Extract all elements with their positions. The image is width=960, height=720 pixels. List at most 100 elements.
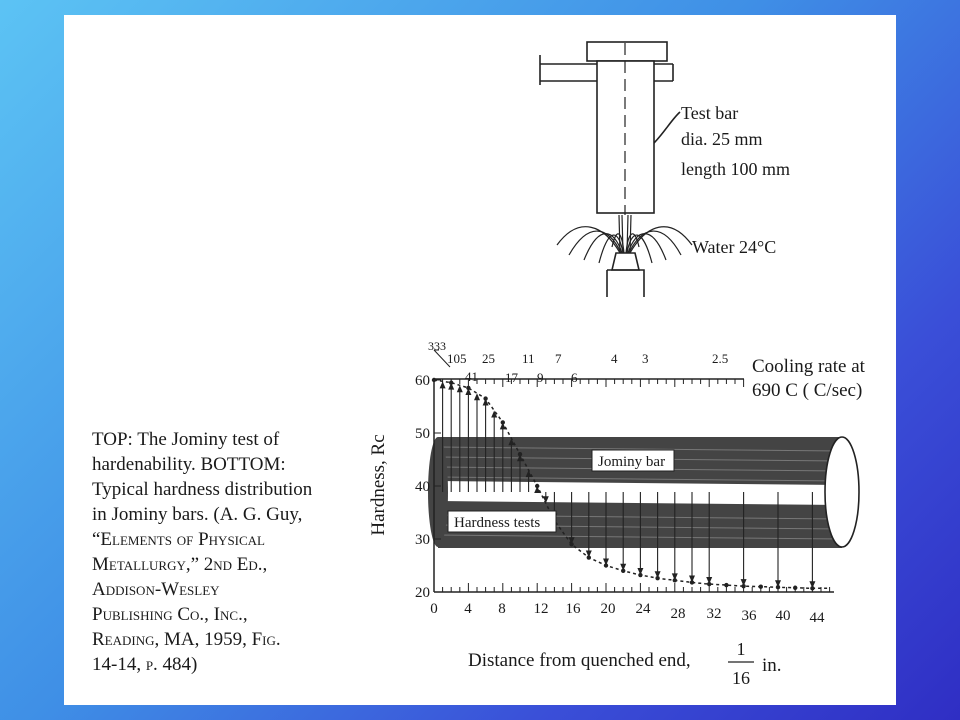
hardness-point [500,420,505,425]
cooling-rate-2-5: 2.5 [712,351,728,366]
arrow-head [448,382,455,390]
hardness-point [449,380,454,385]
x-tick-label-8: 8 [498,601,506,617]
caption-line: Publishing Co., Inc., [92,604,248,625]
y-tick-label-60: 60 [415,373,430,389]
x-tick-label-20: 20 [601,601,616,617]
arrow-head [439,381,446,389]
arrow-head [585,550,592,558]
caption-line: Metallurgy,” 2nd Ed., [92,554,268,575]
caption-line: in Jominy bars. (A. G. Guy, [92,504,303,525]
hardness-point [517,452,523,457]
arrow-head [508,438,515,446]
x-tick-label-28: 28 [671,606,686,622]
hardness-point [483,396,488,401]
hardness-point [431,377,437,383]
nozzle-pipe [606,269,645,297]
arrow-head [456,385,463,393]
hardness-point [810,586,815,591]
arrow-head [525,470,532,478]
caption-line: Typical hardness distribution [92,479,313,500]
x-tick-label-4: 4 [464,601,472,617]
hardness-curve [433,379,830,590]
hardness-point [758,584,763,589]
hardness-point [466,385,471,391]
hardness-tests-label: Hardness tests [454,515,540,531]
tick-marks [433,379,831,593]
cooling-rate-3: 3 [642,351,649,366]
test-bar-label: Test bar [681,103,738,123]
hardness-point [621,568,626,573]
jominy-bar-label-box [591,449,675,472]
arrow-head [706,577,713,585]
bar-near-end [428,437,448,547]
cooling-rate-11: 11 [522,351,535,366]
x-tick-label-40: 40 [776,608,791,624]
y-tick-label-30: 30 [415,532,430,548]
cooling-rate-6: 6 [571,370,578,385]
hardness-point [775,585,781,590]
cooling-rate-105: 105 [447,351,467,366]
jominy-bar-label: Jominy bar [598,454,665,470]
arrow-head [637,568,644,576]
caption-line: hardenability. BOTTOM: [92,454,286,475]
cooling-rate-7: 7 [555,351,562,366]
y-tick-label-40: 40 [415,479,430,495]
hardness-tests-label-box [447,510,557,533]
figure-caption: TOP: The Jominy test of hardenability. B… [92,427,392,677]
arrow-head [491,410,498,418]
y-tick-label-50: 50 [415,426,430,442]
water-spray [556,214,693,264]
arrow-head [534,486,541,493]
arrow-head [740,579,747,587]
arrow-head [465,387,472,395]
hardness-point [672,578,677,583]
arrow-head [654,571,661,579]
y-tick-label-20: 20 [415,585,430,601]
arrow-head [517,454,523,462]
cooling-rate-17: 17 [505,370,519,385]
cooling-rate-333-pointer [433,349,451,368]
hardness-test-arrows [439,381,816,589]
arrow-head [689,575,695,583]
arrow-head [499,422,506,430]
x-axis-label-fraction-denominator: 16 [732,668,750,688]
x-tick-label-12: 12 [534,601,549,617]
x-axis-label-unit: in. [762,655,782,676]
slide-content: Test bar dia. 25 mm length 100 mm Water … [64,15,896,705]
jominy-apparatus [539,41,693,297]
hardness-point [586,555,591,560]
hardness-chart: Jominy bar Hardness tests 60 50 40 30 20… [368,339,866,688]
arrow-head [603,558,609,566]
fixture-cap [586,41,668,62]
bar-far-end [824,436,860,548]
test-bar-diameter: dia. 25 mm [681,129,763,149]
arrow-head [809,581,816,589]
x-tick-label-44: 44 [810,610,826,626]
arrow-head [671,573,678,581]
cooling-rate-333: 333 [428,339,446,353]
hardness-point [689,580,695,585]
cooling-rate-25: 25 [482,351,495,366]
test-bar-length: length 100 mm [681,159,790,179]
arrow-head [482,398,489,406]
x-tick-label-16: 16 [566,601,582,617]
hardness-point [569,542,574,547]
x-tick-label-0: 0 [430,601,438,617]
arrow-head [474,393,480,401]
caption-line: Reading, MA, 1959, Fig. [92,629,281,650]
hardness-point [707,581,712,587]
caption-line: 14-14, p. 484) [92,654,198,675]
hardness-point [535,483,540,489]
hardness-point [741,583,746,589]
hardness-point [724,582,729,588]
cooling-rate-4: 4 [611,351,618,366]
hardness-point [603,563,609,568]
jominy-diagram: Test bar dia. 25 mm length 100 mm Water … [368,41,866,688]
hardness-point [793,585,798,590]
caption-line: TOP: The Jominy test of [92,429,280,450]
x-tick-label-24: 24 [636,601,652,617]
arrow-head [542,496,549,504]
caption-line: “Elements of Physical [92,529,266,550]
hardness-point [655,576,660,581]
